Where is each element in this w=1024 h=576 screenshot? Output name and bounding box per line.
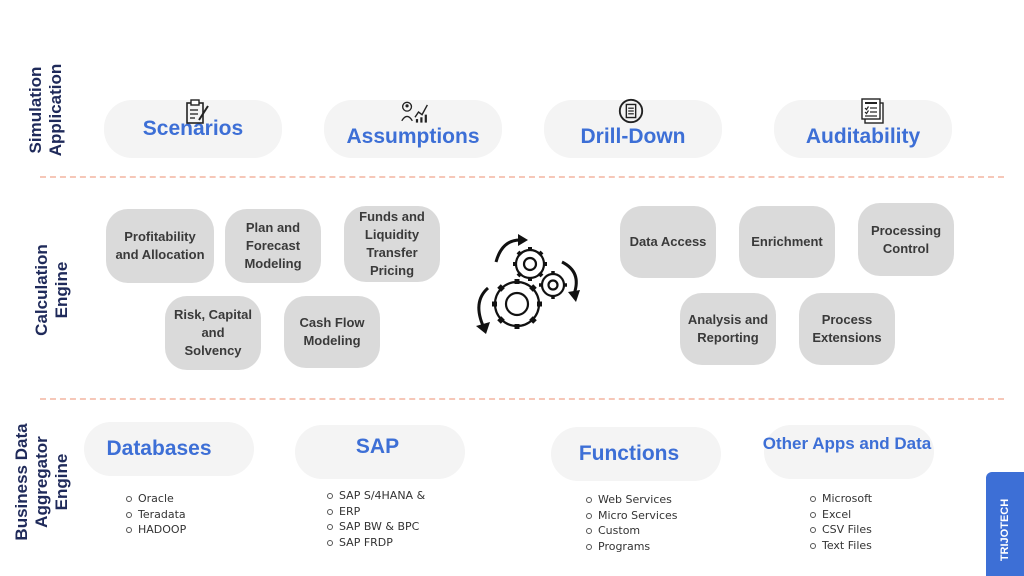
list-item: Teradata xyxy=(126,507,186,523)
simulation-item-title: Assumptions xyxy=(346,125,480,148)
list-item: Micro Services xyxy=(586,508,678,524)
simulation-item-assumptions[interactable]: Assumptions xyxy=(324,100,502,158)
list-item: HADOOP xyxy=(126,522,186,538)
box-line: Modeling xyxy=(303,333,361,348)
box-line: Solvency xyxy=(184,343,242,358)
source-list-sap: SAP S/4HANA & ERP SAP BW & BPC SAP FRDP xyxy=(327,488,437,550)
box-line: Reporting xyxy=(697,330,759,345)
brand-tab[interactable] xyxy=(986,472,1024,576)
gears-cycle-icon xyxy=(476,234,580,334)
box-line: Profitability xyxy=(124,229,196,244)
divider-bottom xyxy=(40,398,1004,400)
list-item: SAP S/4HANA & xyxy=(327,488,437,504)
source-list-other-apps: Microsoft Excel CSV Files Text Files xyxy=(810,491,872,553)
row-label-line: Engine xyxy=(52,261,71,319)
box-line: Modeling xyxy=(244,256,302,271)
box-line: Data Access xyxy=(629,234,707,249)
source-databases[interactable]: Databases xyxy=(84,422,254,476)
analytics-person-icon xyxy=(401,101,428,123)
source-other-apps[interactable]: Other Apps and Data xyxy=(762,425,934,479)
box-line: Control xyxy=(882,240,930,256)
row-label-calculation: Calculation Engine xyxy=(32,244,72,336)
row-label-line: Application xyxy=(46,63,65,157)
box-line: Plan and xyxy=(245,220,301,235)
box-line: Pricing xyxy=(369,263,415,278)
row-label-aggregator: Business Data Aggregator Engine xyxy=(12,423,72,540)
source-list-databases: Oracle Teradata HADOOP xyxy=(126,491,186,538)
source-sap[interactable]: SAP xyxy=(295,425,465,479)
source-title: Other Apps and Data xyxy=(762,434,932,453)
box-line: Transfer xyxy=(366,245,418,260)
box-line: Enrichment xyxy=(751,234,823,249)
list-item: Microsoft xyxy=(810,491,872,507)
list-item: Excel xyxy=(810,507,872,523)
clipboard-pen-icon xyxy=(186,99,209,124)
audit-document-icon xyxy=(861,98,884,124)
simulation-item-title: Scenarios xyxy=(142,117,244,140)
box-line: Funds and xyxy=(359,209,425,224)
simulation-item-title: Drill-Down xyxy=(580,125,686,148)
list-item: Programs xyxy=(586,539,678,555)
box-line: Forecast xyxy=(245,238,301,253)
list-circle-icon xyxy=(618,98,644,124)
source-title: Databases xyxy=(106,437,212,460)
box-line: and Allocation xyxy=(115,247,205,262)
divider-top xyxy=(40,176,1004,178)
row-label-line: Engine xyxy=(52,453,71,511)
box-line: Analysis and xyxy=(687,312,769,327)
row-label-simulation: Simulation Application xyxy=(26,64,66,157)
brand-text: TRIJOTECH xyxy=(999,498,1011,562)
calc-box-enrichment[interactable]: Enrichment xyxy=(739,206,835,278)
row-label-line: Aggregator xyxy=(32,436,51,528)
source-list-functions: Web Services Micro Services Custom Progr… xyxy=(586,492,678,554)
box-line: Cash Flow xyxy=(299,315,365,330)
list-item: CSV Files xyxy=(810,522,872,538)
list-item: Oracle xyxy=(126,491,186,507)
box-line: Risk, Capital xyxy=(173,307,253,322)
row-label-line: Business Data xyxy=(12,423,31,541)
source-title: Functions xyxy=(578,442,680,465)
box-line: and xyxy=(201,325,225,340)
box-line: Extensions xyxy=(812,330,882,345)
simulation-item-title: Auditability xyxy=(805,125,921,148)
list-item: SAP BW & BPC xyxy=(327,519,437,535)
list-item: Text Files xyxy=(810,538,872,554)
row-label-line: Simulation xyxy=(26,66,45,154)
list-item: ERP xyxy=(327,504,437,520)
source-title: SAP xyxy=(355,435,400,458)
row-label-line: Calculation xyxy=(32,244,51,336)
list-item: Custom xyxy=(586,523,678,539)
box-line: Processing xyxy=(870,222,942,238)
box-line: Process xyxy=(821,312,873,327)
calc-box-profitability[interactable]: Profitability and Allocation xyxy=(106,209,214,283)
box-line: Liquidity xyxy=(364,227,420,242)
simulation-item-drill-down[interactable]: Drill-Down xyxy=(544,100,722,158)
list-item: SAP FRDP xyxy=(327,535,437,551)
calc-box-data-access[interactable]: Data Access xyxy=(620,206,716,278)
source-functions[interactable]: Functions xyxy=(551,427,721,481)
list-item: Web Services xyxy=(586,492,678,508)
